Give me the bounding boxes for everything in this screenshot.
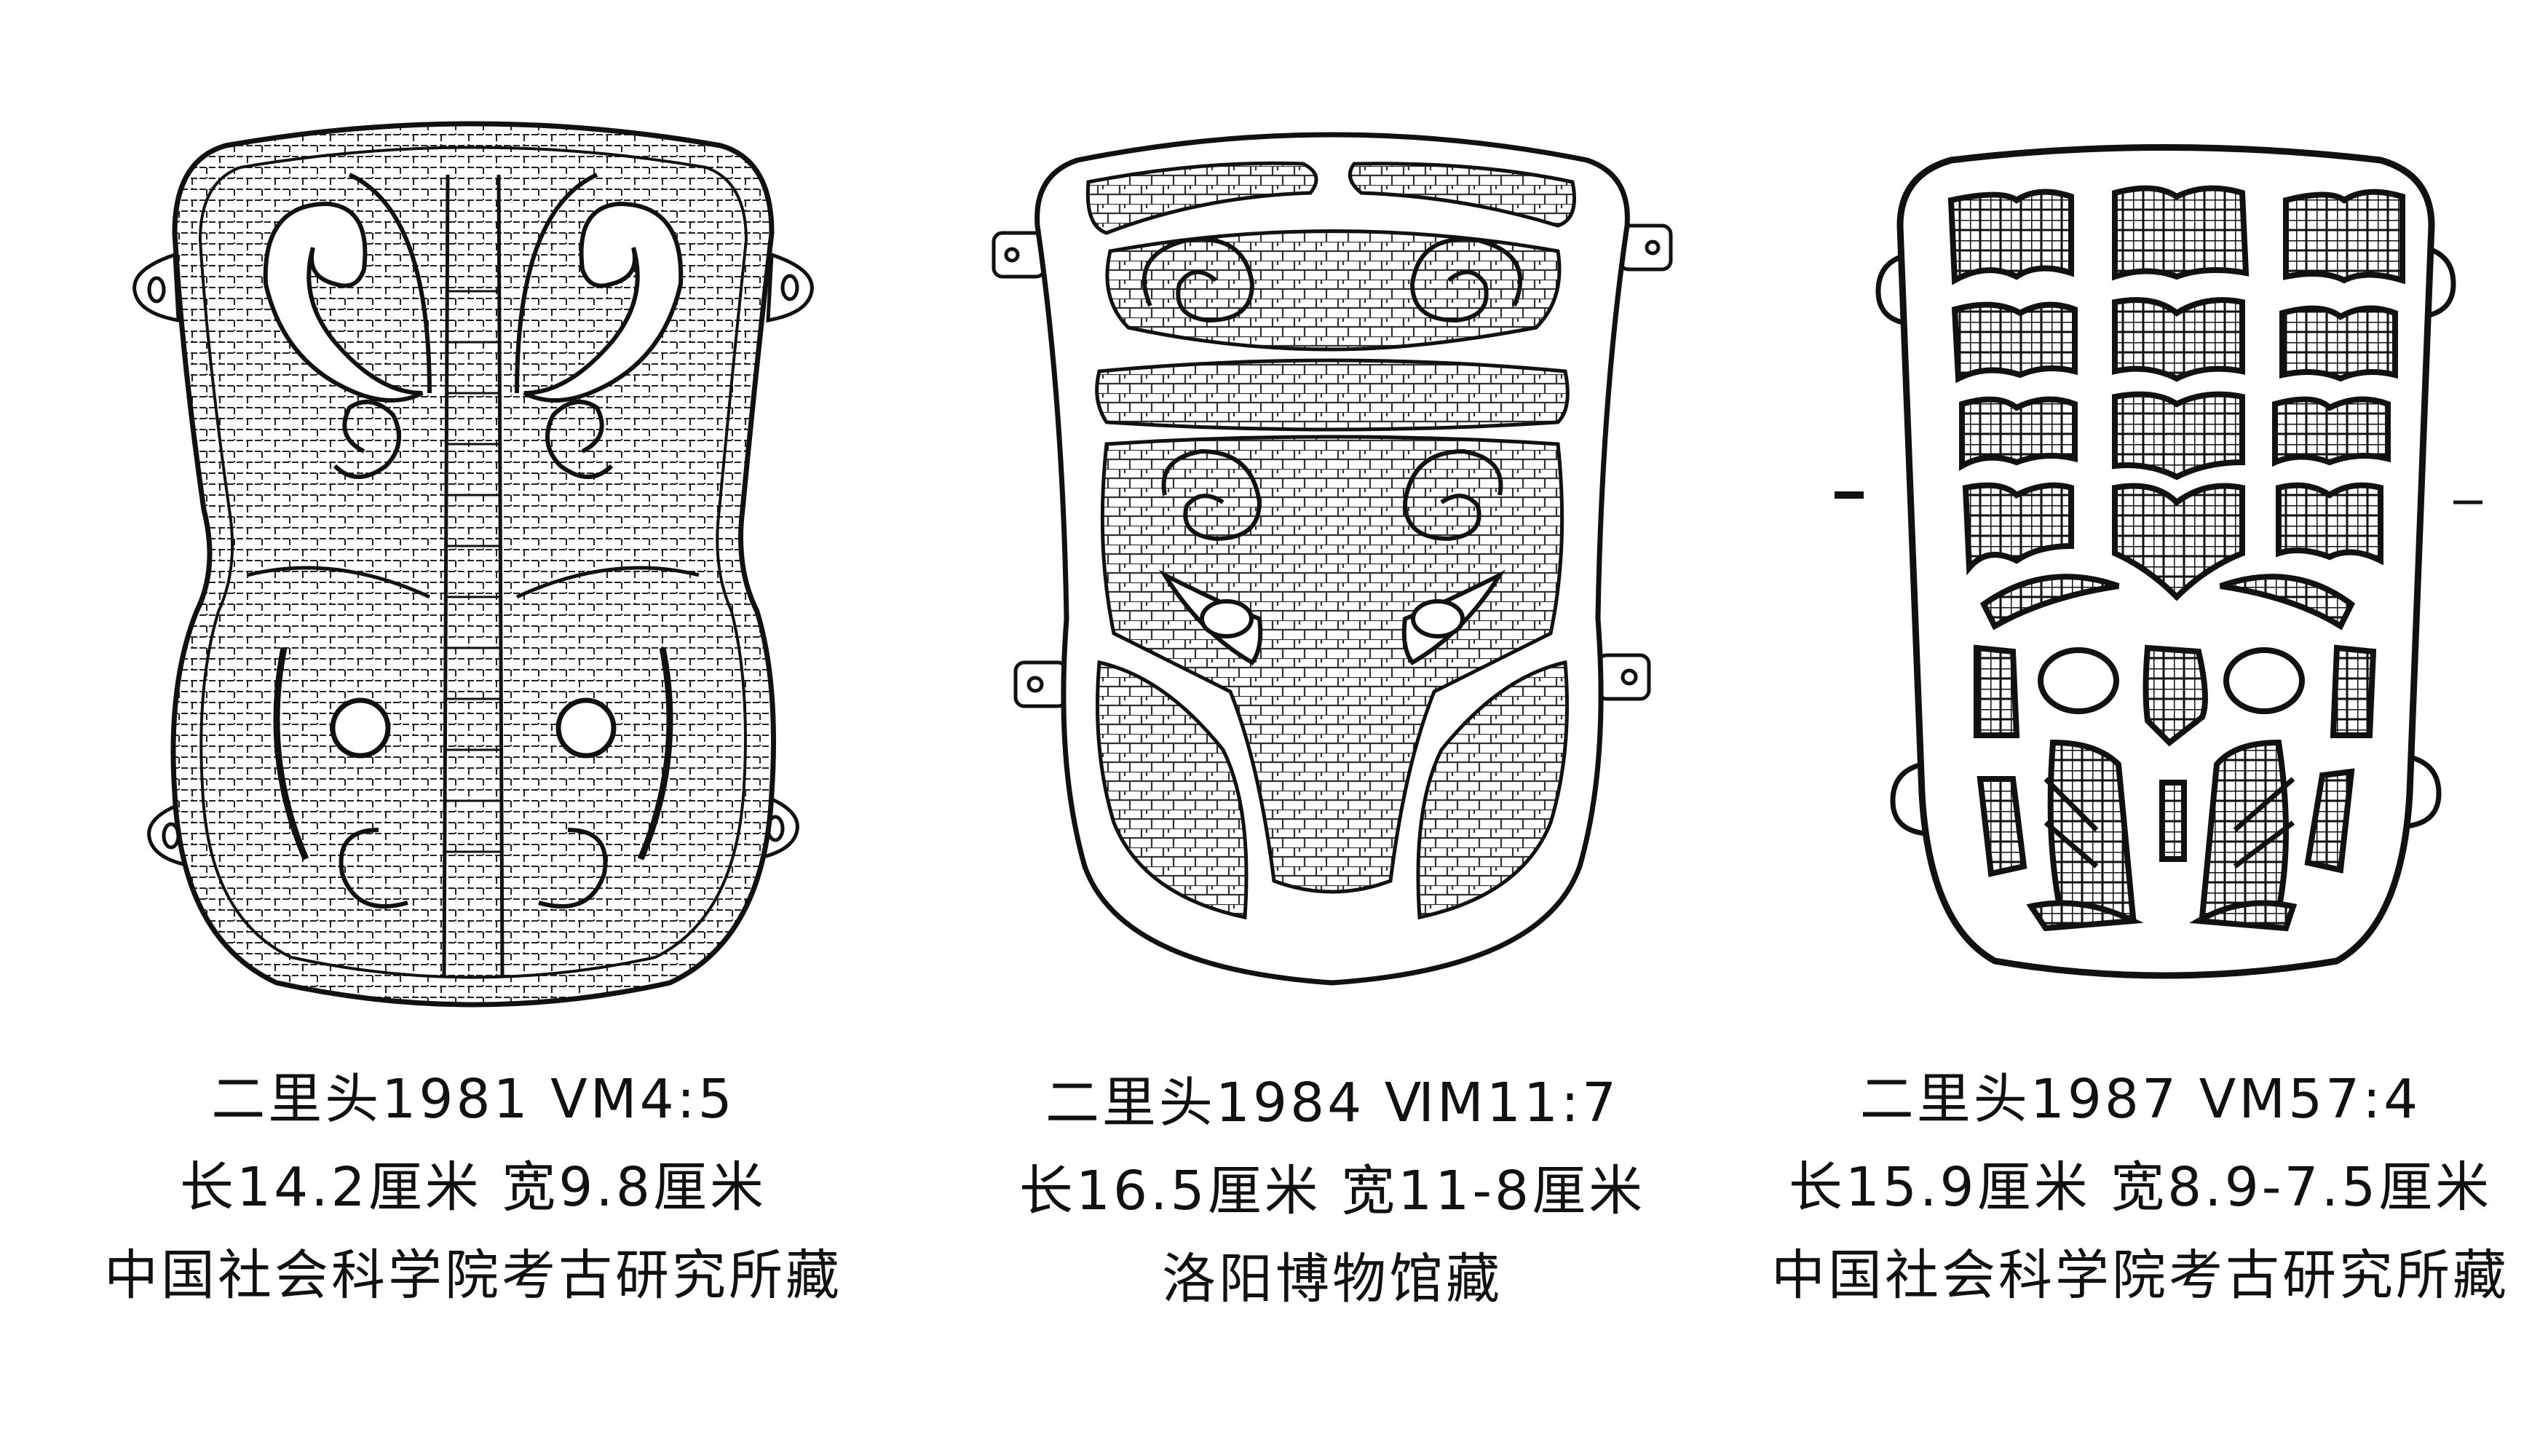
plaque-3-catalog-number: 二里头1987 ⅤM57:4 bbox=[1859, 1068, 2421, 1131]
plaque-2-catalog-number: 二里头1984 ⅥM11:7 bbox=[1045, 1072, 1620, 1134]
plaque-1-collection: 中国社会科学院考古研究所藏 bbox=[104, 1244, 842, 1307]
plaque-mask-motif-icon bbox=[992, 132, 1673, 986]
plaque-1-dimensions: 长14.2厘米 宽9.8厘米 bbox=[180, 1156, 767, 1219]
plaque-2-collection: 洛阳博物馆藏 bbox=[1162, 1248, 1503, 1310]
plaque-scroll-motif-icon bbox=[132, 121, 814, 1008]
plaque-scale-grid-motif-icon bbox=[1835, 144, 2482, 979]
plaque-2-dimensions: 长16.5厘米 宽11-8厘米 bbox=[1018, 1160, 1646, 1222]
plaque-1-caption: 二里头1981 ⅤM4:5 长14.2厘米 宽9.8厘米 中国社会科学院考古研究… bbox=[0, 1056, 946, 1320]
plaque-3-caption: 二里头1987 ⅤM57:4 长15.9厘米 宽8.9-7.5厘米 中国社会科学… bbox=[1733, 1056, 2548, 1320]
plaque-3-dimensions: 长15.9厘米 宽8.9-7.5厘米 bbox=[1788, 1156, 2493, 1219]
plaque-2-drawing bbox=[983, 109, 1682, 1005]
plaque-2-caption: 二里头1984 ⅥM11:7 长16.5厘米 宽11-8厘米 洛阳博物馆藏 bbox=[895, 1059, 1769, 1324]
plaque-1-drawing bbox=[116, 102, 830, 1026]
plaque-3-drawing bbox=[1827, 138, 2497, 997]
plaque-3-collection: 中国社会科学院考古研究所藏 bbox=[1771, 1244, 2509, 1307]
plaque-1-catalog-number: 二里头1981 ⅤM4:5 bbox=[211, 1068, 735, 1131]
